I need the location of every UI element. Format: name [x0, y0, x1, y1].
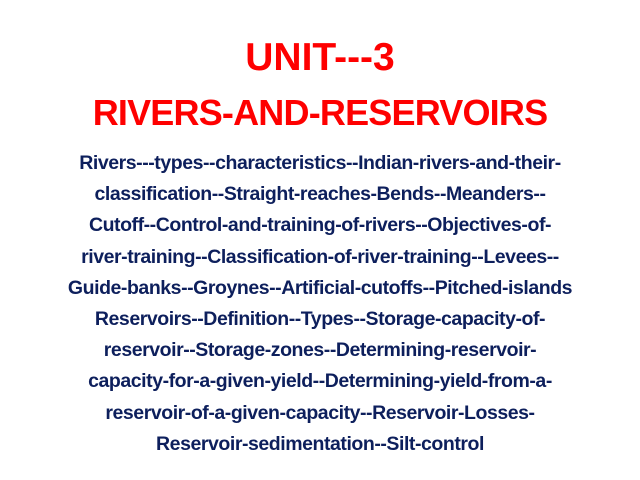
slide-title-unit: UNIT---3 [245, 36, 395, 79]
body-line: Cutoff--Control-and-training-of-rivers--… [88, 214, 552, 237]
body-line: reservoir--Storage-zones--Determining-re… [103, 339, 537, 362]
slide-title-topic: RIVERS-AND-RESERVOIRS [92, 92, 548, 133]
body-line: classification--Straight-reaches-Bends--… [94, 183, 546, 206]
body-line: Guide-banks--Groynes--Artificial-cutoffs… [67, 276, 573, 299]
body-line: river-training--Classification-of-river-… [81, 245, 559, 268]
body-line: Reservoir-sedimentation--Silt-control [156, 432, 484, 455]
body-line: reservoir-of-a-given-capacity--Reservoir… [105, 401, 535, 424]
body-line: capacity-for-a-given-yield--Determining-… [88, 370, 552, 393]
body-line: Reservoirs--Definition--Types--Storage-c… [94, 308, 546, 331]
slide-body: Rivers---types--characteristics--Indian-… [0, 148, 640, 460]
body-line: Rivers---types--characteristics--Indian-… [79, 152, 561, 174]
